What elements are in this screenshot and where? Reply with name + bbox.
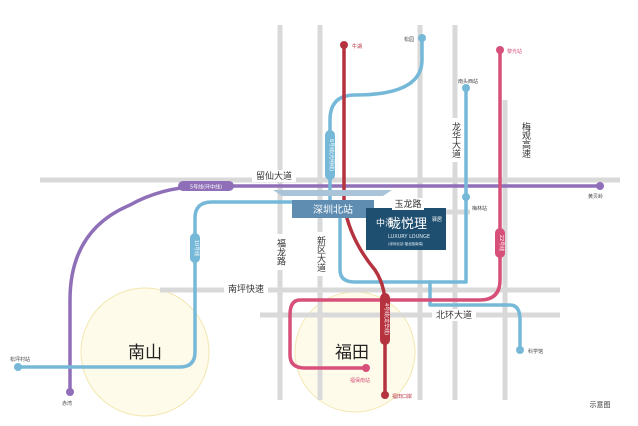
station-kexueguan-icon[interactable]	[516, 346, 524, 354]
district-nanshan: 南山	[128, 343, 162, 363]
station-chiwan-icon[interactable]	[66, 388, 74, 396]
road-label-bg-meiguan	[519, 118, 531, 162]
road-label-bg-longhua	[449, 118, 461, 162]
logo-suffix: 驿居	[432, 216, 442, 223]
logo-name: 珑悦理	[388, 217, 427, 232]
road-label-bg-nanping	[224, 283, 268, 295]
station-niuhu-icon[interactable]	[340, 41, 348, 49]
station-fubaonan: 福保南站	[350, 377, 370, 384]
station-nantouxi: 南头西站	[458, 78, 478, 85]
label-yulong: 玉龙路	[394, 198, 421, 210]
label-liuxian: 留仙大道	[256, 170, 292, 182]
station-meilin-icon[interactable]	[462, 193, 470, 201]
schematic-hint: 示意图	[590, 400, 611, 409]
station-fubaonan-icon[interactable]	[362, 364, 370, 372]
hub-box	[292, 200, 374, 218]
station-chiwan: 赤湾	[62, 400, 72, 407]
station-liguang: 黎光站	[507, 48, 522, 55]
district-futian: 福田	[335, 343, 369, 363]
logo-left: 中海	[376, 217, 394, 229]
line10-label: 10号线	[193, 240, 200, 256]
line6-pill	[325, 130, 335, 180]
station-huangbeiling-icon[interactable]	[596, 182, 604, 190]
metro-line-blue-east	[338, 86, 468, 284]
metro-line-22	[288, 48, 502, 370]
logo-tag: LUXURY LOUNGE	[388, 234, 430, 240]
station-niuhu: 牛湖	[352, 43, 362, 50]
logo-box	[366, 208, 446, 250]
line5-pill	[178, 181, 234, 191]
station-meilin: 梅林站	[472, 205, 487, 212]
station-huangbeiling: 黄贝岭	[588, 193, 603, 200]
station-songpingcun-icon[interactable]	[14, 363, 22, 371]
metro-line-blue-west	[16, 158, 332, 369]
label-beihuan: 北环大道	[436, 309, 472, 321]
stations: 牛湖 松园 黎光站 南头西站 梅林站 黄贝岭 福田口岸 福保南站 松坪村站 赤湾…	[10, 34, 604, 407]
line22-pill	[495, 228, 505, 258]
station-kexueguan: 科学馆	[528, 348, 543, 355]
line4-pill	[380, 293, 390, 345]
line5-label: 5号线(环中线)	[190, 184, 222, 191]
shenzhen-north-hub[interactable]: 深圳北站	[273, 190, 392, 218]
label-meiguan: 梅观高速	[520, 121, 531, 159]
station-songpingcun: 松坪村站	[10, 356, 30, 363]
line10-pill	[190, 233, 200, 263]
road-label-bg-xinqu	[314, 232, 326, 276]
label-xinqu: 新区大道	[315, 235, 326, 273]
project-logo[interactable]: 中海 珑悦理 驿居 LUXURY LOUNGE (深圳北站·福龙路南端)	[366, 208, 446, 250]
line6-label: 6号线(光明线)	[328, 139, 335, 171]
label-fulong: 福龙路	[275, 237, 286, 266]
road-label-bg-fulong	[274, 234, 286, 270]
label-nanping: 南坪快速	[228, 283, 264, 295]
station-nantouxi-icon[interactable]	[462, 84, 470, 92]
station-songyuan-icon[interactable]	[418, 34, 426, 42]
line4-label: 4号线(龙华线)	[383, 303, 390, 335]
label-longhua: 龙华大道	[450, 121, 461, 159]
road-label-bg-liuxian	[252, 170, 296, 182]
hub-roof	[273, 190, 392, 196]
station-liguang-icon[interactable]	[496, 46, 504, 54]
metro-line-blue-north	[328, 36, 424, 162]
road-label-bg-beihuan	[432, 309, 476, 321]
metro-line-blue-kexueguan	[428, 280, 522, 352]
road-label-bg-yulong	[392, 198, 424, 210]
station-futianaoan: 福田口岸	[392, 393, 412, 400]
line-labels: 5号线(环中线) 10号线 22号线 4号线(龙华线) 6号线(光明线)	[178, 130, 505, 345]
road-labels: 留仙大道 玉龙路 南坪快速 北环大道 福龙路 新区大道 龙华大道 梅观高速	[224, 118, 531, 321]
logo-sub: (深圳北站·福龙路南端)	[388, 241, 424, 246]
station-songyuan: 松园	[404, 36, 414, 43]
hub-label: 深圳北站	[313, 203, 353, 216]
line22-label: 22号线	[498, 235, 505, 251]
nanshan-halo	[80, 287, 210, 417]
station-futianaoan-icon[interactable]	[381, 391, 389, 399]
